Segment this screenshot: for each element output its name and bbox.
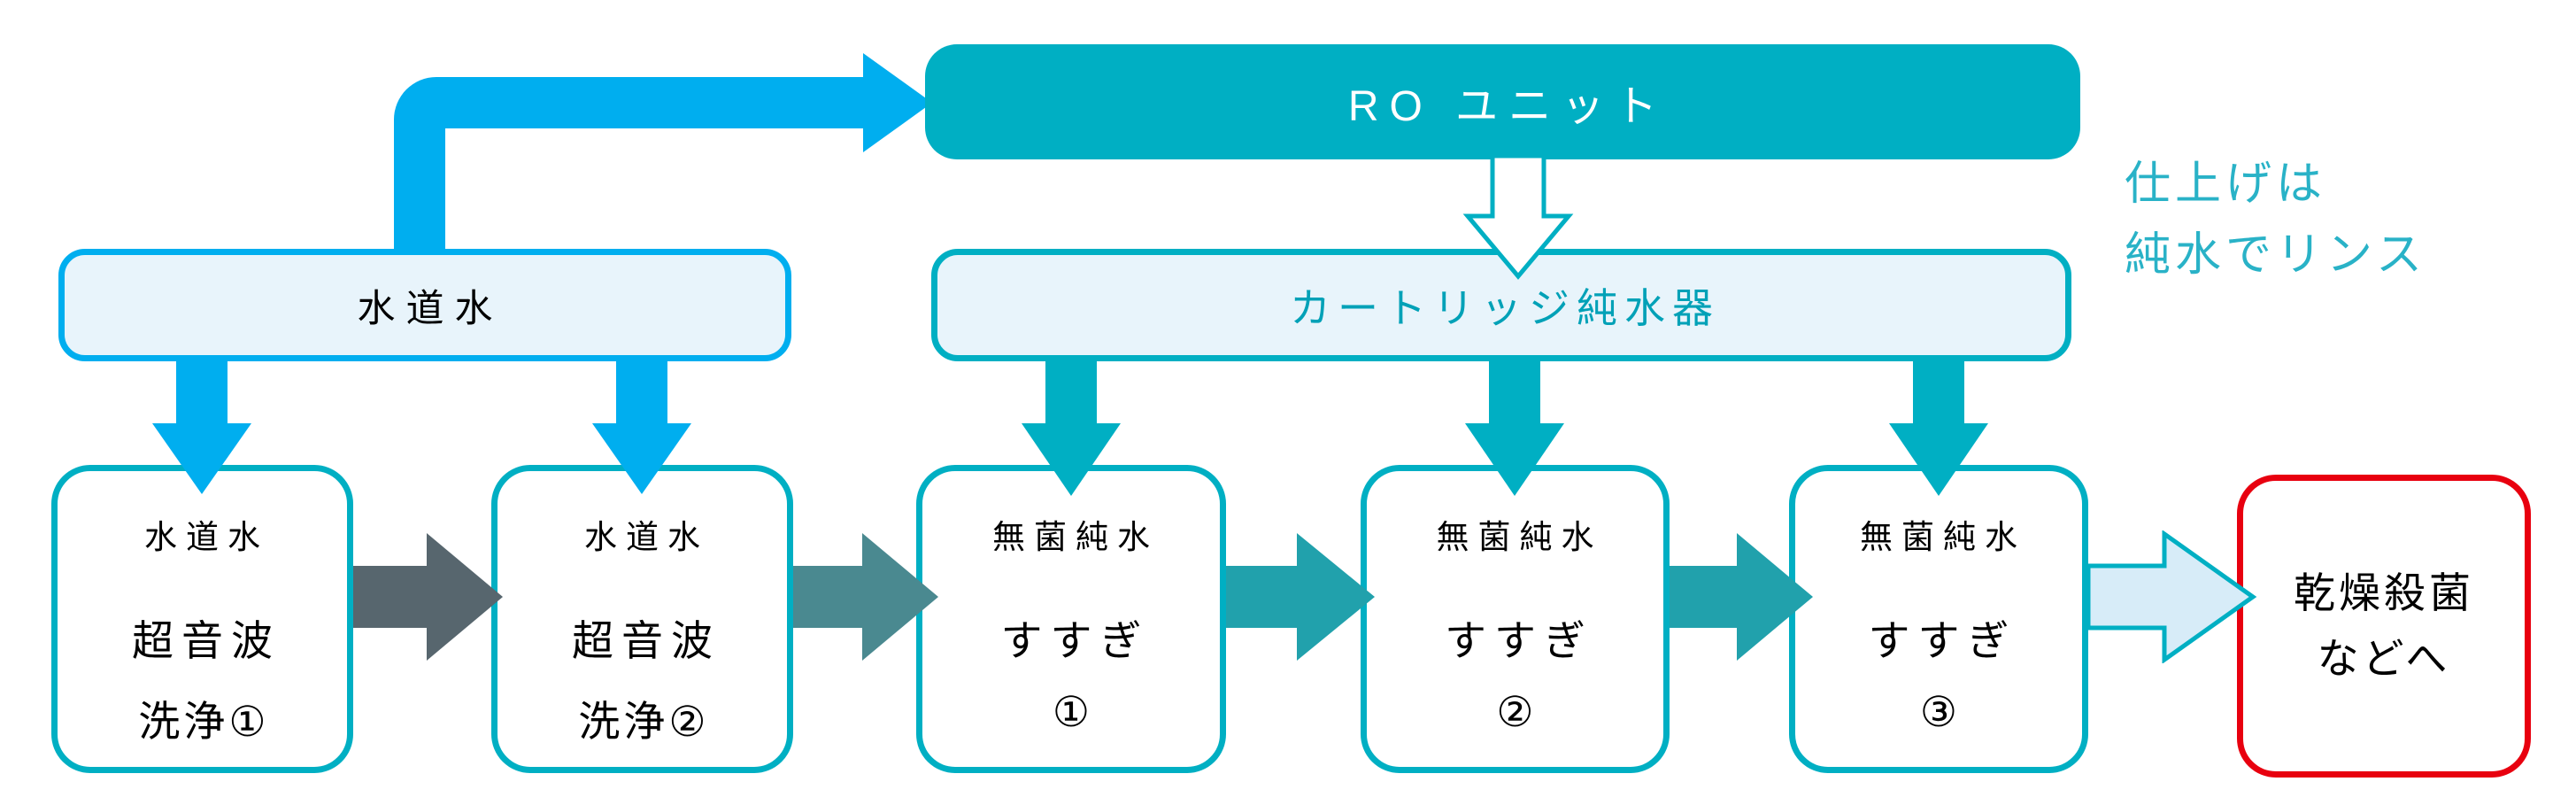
final-dry-sterilize-box: 乾燥殺菌 などへ [2237,475,2531,778]
final-box-line1: 乾燥殺菌 [2294,569,2474,616]
process-box-rinse-1: 無菌純水 すすぎ ① [916,465,1226,773]
process-box-5-water: 無菌純水 [1860,519,2026,555]
process-box-2-line2: 洗浄② [578,698,710,745]
process-box-2-water: 水道水 [584,519,709,555]
process-box-5-line2: ③ [1919,688,1962,735]
arrow-tap-to-ro-head [863,53,932,152]
process-box-1-water: 水道水 [144,519,269,555]
process-box-4-water: 無菌純水 [1436,519,1603,555]
process-box-rinse-3: 無菌純水 すすぎ ③ [1789,465,2088,773]
arrow-step-5-final [2086,530,2257,663]
tap-water-source-box: 水道水 [58,249,791,361]
process-box-4-line1: すすぎ [1445,617,1593,664]
final-box-line2: などへ [2317,635,2451,682]
process-box-4-line2: ② [1496,688,1538,735]
process-box-3-line1: すすぎ [1000,617,1150,664]
process-box-1-line1: 超音波 [132,617,281,664]
process-box-2-line1: 超音波 [572,617,721,664]
cartridge-purifier-label: カートリッジ純水器 [1290,284,1720,331]
ro-unit-box: RO ユニット [925,44,2080,159]
cartridge-purifier-box: カートリッジ純水器 [931,249,2071,361]
process-box-5-line1: すすぎ [1868,617,2017,664]
finish-note: 仕上げは 純水でリンス [2125,149,2426,290]
finish-note-line2: 純水でリンス [2125,229,2426,281]
arrow-tap-to-ro-horizontal [441,77,865,128]
tap-water-label: 水道水 [357,287,504,330]
arrow-step-5-final-shape [2086,530,2257,663]
process-box-wash-2: 水道水 超音波 洗浄② [491,465,793,773]
arrow-ro-to-cartridge-shape [1462,156,1574,280]
process-box-3-water: 無菌純水 [992,519,1159,555]
process-box-wash-1: 水道水 超音波 洗浄① [51,465,353,773]
arrow-ro-to-cartridge [1462,156,1574,280]
arrow-tap-to-ro-vertical [394,124,445,249]
process-box-1-line2: 洗浄① [138,698,270,745]
arrow-tap-to-ro-corner [394,77,445,128]
finish-note-line1: 仕上げは [2125,159,2327,210]
ro-unit-label: RO ユニット [1347,83,1669,130]
process-box-3-line2: ① [1052,688,1094,735]
process-box-rinse-2: 無菌純水 すすぎ ② [1361,465,1670,773]
